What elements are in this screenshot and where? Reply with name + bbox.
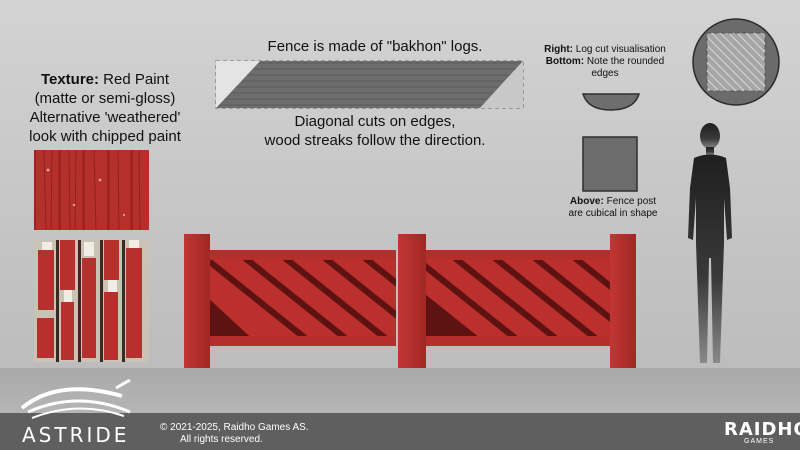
fence-post-cube xyxy=(582,136,638,192)
log-description: Diagonal cuts on edges, wood streaks fol… xyxy=(220,112,530,150)
bottom-text-2: edges xyxy=(591,68,619,79)
post-note: Above: Fence post are cubical in shape xyxy=(548,196,678,220)
texture-label-bold: Texture: xyxy=(40,71,100,88)
copyright: © 2021-2025, Raidho Games AS. All rights… xyxy=(160,422,320,446)
right-text: Log cut visualisation xyxy=(573,44,666,55)
raidho-logo-text: RAIDHO xyxy=(724,419,800,440)
copyright-line-1: © 2021-2025, Raidho Games AS. xyxy=(160,422,309,433)
texture-label-rest: Red Paint xyxy=(99,71,170,88)
texture-swatch-red-paint xyxy=(34,150,149,230)
astride-logo-mark xyxy=(20,378,131,419)
fence-post-left xyxy=(184,234,210,368)
log-desc-line-1: Diagonal cuts on edges, xyxy=(294,113,456,130)
copyright-line-2: All rights reserved. xyxy=(180,434,263,445)
rounded-edge-piece xyxy=(582,93,640,111)
fence xyxy=(184,234,636,368)
log-body xyxy=(216,61,523,108)
above-text-2: are cubical in shape xyxy=(568,208,658,219)
texture-line-4: look with chipped paint xyxy=(29,128,181,145)
texture-description: Texture: Red Paint (matte or semi-gloss)… xyxy=(10,70,200,146)
bottom-text: Note the rounded xyxy=(584,56,665,67)
astride-logo-text: ASTRIDE xyxy=(22,423,130,447)
bottom-label: Bottom: xyxy=(545,56,585,67)
texture-swatch-weathered xyxy=(34,240,149,362)
log-diagram xyxy=(215,60,524,109)
log-title: Fence is made of "bakhon" logs. xyxy=(267,38,483,55)
right-label: Right: xyxy=(544,44,574,55)
human-silhouette xyxy=(688,123,732,363)
floor xyxy=(0,368,800,413)
texture-line-2: (matte or semi-gloss) xyxy=(34,90,176,107)
fence-post-right xyxy=(610,234,636,368)
texture-line-3: Alternative 'weathered' xyxy=(29,109,181,126)
above-text: Fence post xyxy=(603,196,657,207)
above-label: Above: xyxy=(569,196,604,207)
raidho-logo-subtext: GAMES xyxy=(744,438,775,445)
log-cut-note: Right: Log cut visualisation Bottom: Not… xyxy=(515,44,695,80)
log-cut-circle xyxy=(692,18,780,106)
log-desc-line-2: wood streaks follow the direction. xyxy=(264,132,486,149)
footer-bar xyxy=(0,413,800,450)
fence-post-middle xyxy=(398,234,426,368)
